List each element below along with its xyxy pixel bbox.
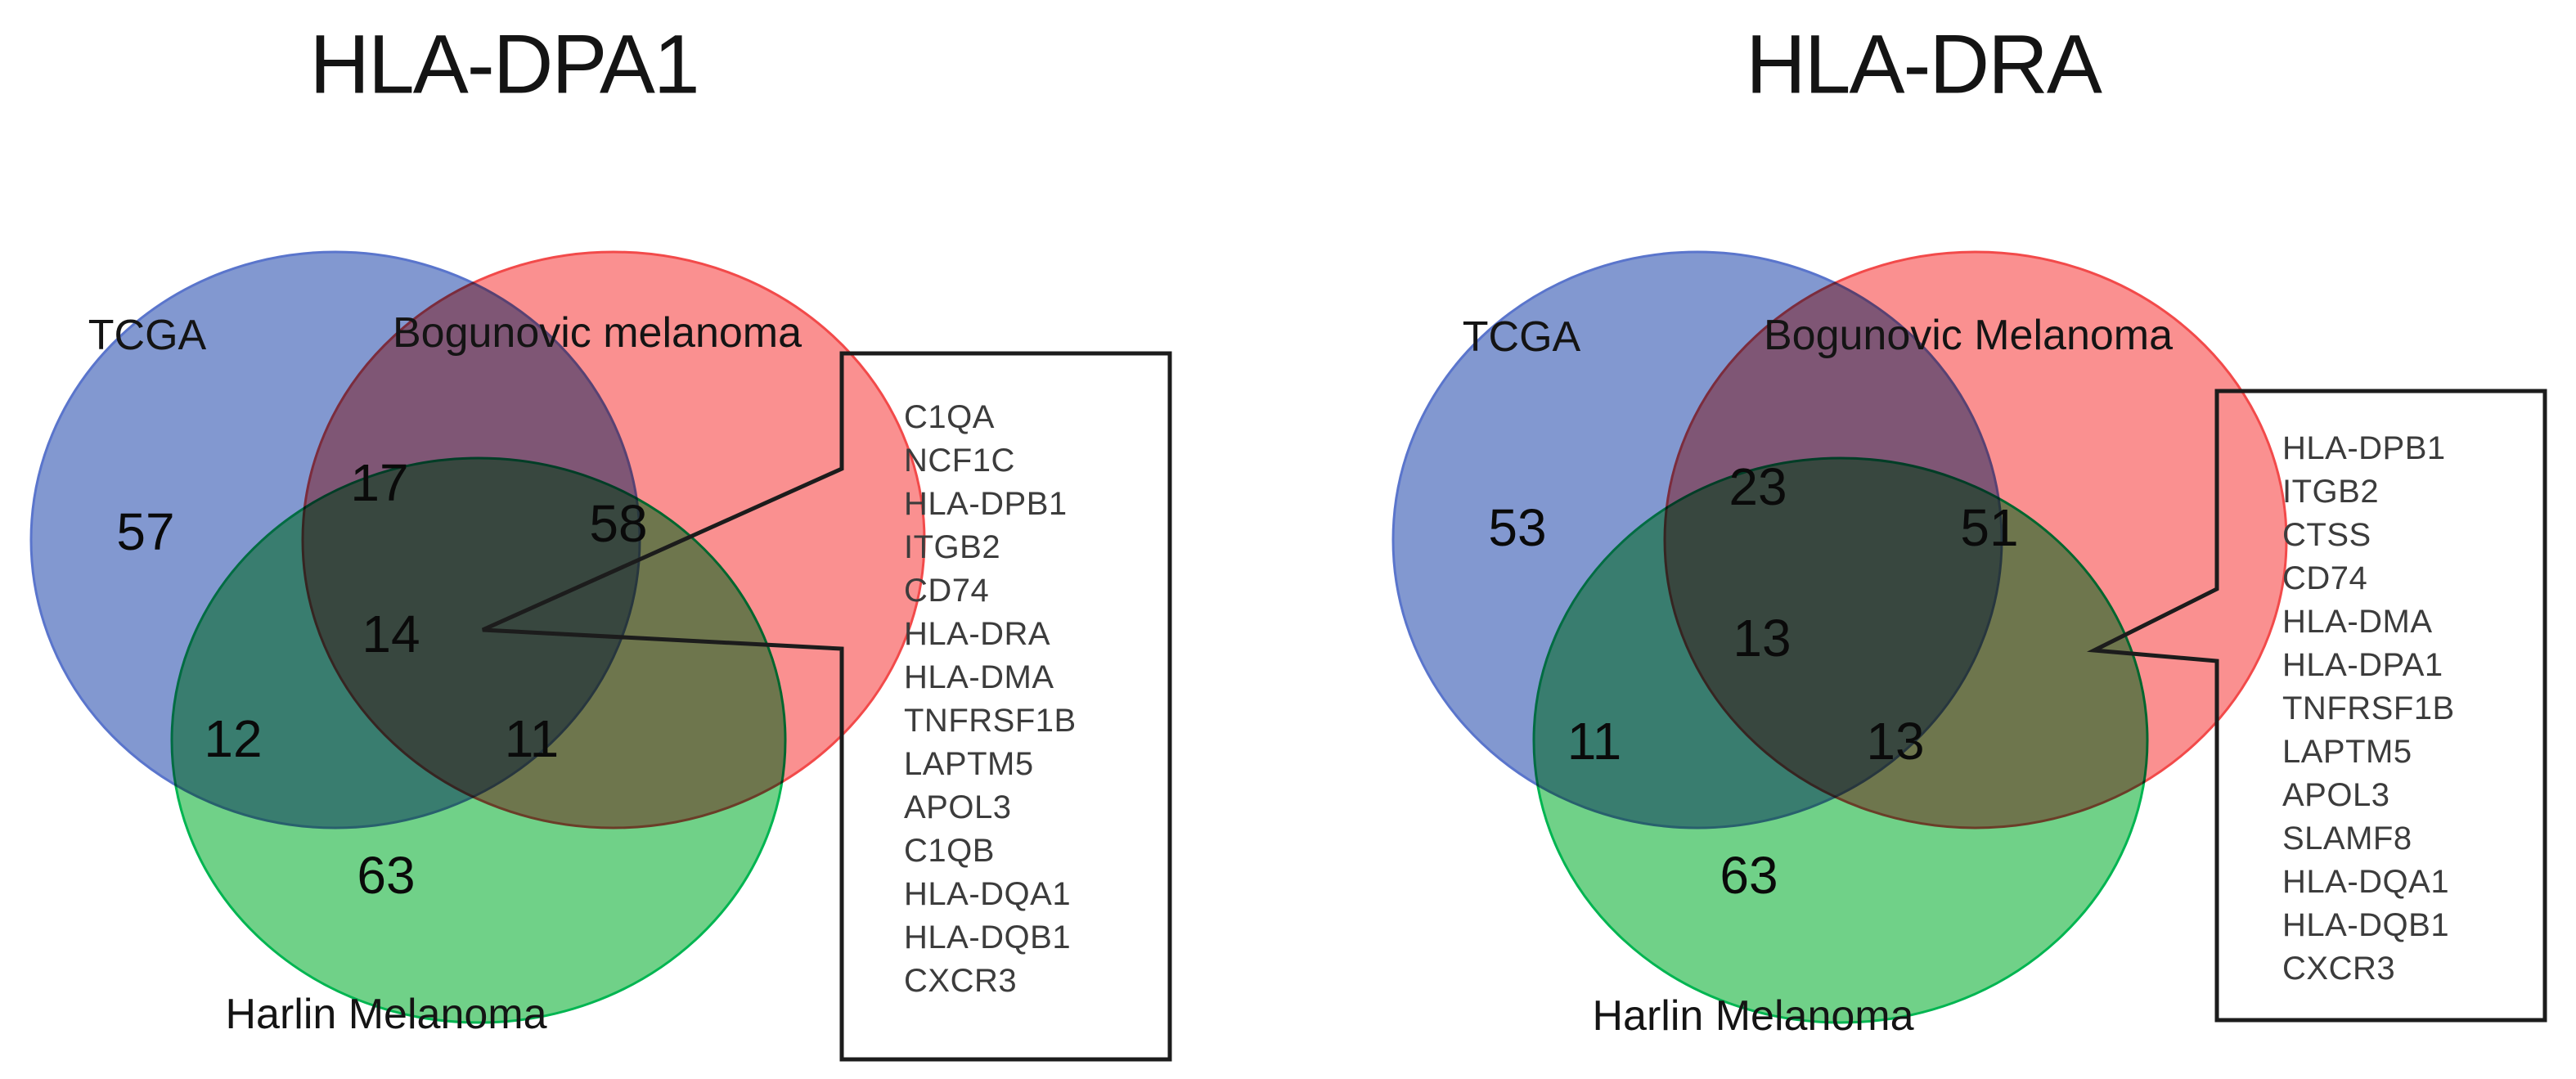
gene-box-callout-right (2086, 389, 2547, 1023)
set-label-bogunovic-left: Bogunovic melanoma (392, 309, 802, 357)
count-bogunovic-harlin-right: 13 (1866, 712, 1925, 771)
harlin-circle-right (1532, 456, 2149, 1024)
gene-item: APOL3 (904, 789, 1012, 825)
gene-box-callout-left (481, 351, 1172, 1062)
gene-item: HLA-DPA1 (2282, 647, 2443, 683)
gene-item: HLA-DQB1 (2282, 907, 2450, 943)
count-bogunovic-only-right: 51 (1960, 498, 2019, 557)
count-center-left: 14 (362, 605, 420, 663)
set-label-harlin-right: Harlin Melanoma (1592, 992, 1914, 1040)
gene-item: LAPTM5 (904, 746, 1034, 782)
gene-item: CXCR3 (904, 963, 1018, 999)
set-label-harlin-left: Harlin Melanoma (225, 991, 547, 1038)
set-label-bogunovic-right: Bogunovic Melanoma (1763, 312, 2174, 359)
gene-item: HLA-DRA (904, 616, 1051, 652)
gene-item: HLA-DPB1 (904, 486, 1068, 522)
gene-item: HLA-DMA (904, 659, 1054, 695)
count-bogunovic-only-left: 58 (589, 494, 648, 553)
count-tcga-only-left: 57 (116, 502, 175, 561)
venn-left (29, 250, 926, 1024)
count-harlin-only-left: 63 (357, 846, 416, 905)
gene-item: SLAMF8 (2282, 820, 2412, 856)
gene-item: TNFRSF1B (904, 703, 1077, 739)
gene-item: APOL3 (2282, 777, 2390, 813)
gene-item: CD74 (2282, 560, 2368, 596)
set-label-tcga-left: TCGA (88, 312, 207, 359)
gene-item: C1QB (904, 833, 995, 869)
count-tcga-bogunovic-right: 23 (1729, 457, 1787, 516)
count-tcga-bogunovic-left: 17 (350, 453, 409, 512)
gene-item: CD74 (904, 573, 990, 609)
gene-item: HLA-DMA (2282, 604, 2433, 640)
count-harlin-only-right: 63 (1720, 846, 1778, 905)
gene-item: HLA-DQA1 (2282, 864, 2450, 900)
gene-item: CTSS (2282, 517, 2371, 553)
gene-item: LAPTM5 (2282, 734, 2412, 770)
gene-item: ITGB2 (2282, 474, 2380, 510)
count-tcga-only-right: 53 (1488, 498, 1547, 557)
set-label-tcga-right: TCGA (1462, 313, 1581, 361)
gene-item: TNFRSF1B (2282, 690, 2455, 726)
gene-item: HLA-DQB1 (904, 919, 1072, 955)
venn-right (1391, 250, 2288, 1024)
diagram-title-left: HLA-DPA1 (309, 17, 699, 111)
count-tcga-harlin-right: 11 (1567, 712, 1622, 771)
gene-item: C1QA (904, 399, 995, 435)
gene-item: CXCR3 (2282, 951, 2396, 987)
harlin-circle-left (170, 456, 787, 1024)
gene-item: NCF1C (904, 443, 1015, 479)
count-bogunovic-harlin-left: 11 (504, 709, 560, 768)
gene-item: ITGB2 (904, 529, 1001, 565)
count-center-right: 13 (1733, 609, 1792, 668)
count-tcga-harlin-left: 12 (204, 709, 263, 768)
gene-item: HLA-DPB1 (2282, 430, 2446, 466)
gene-item: HLA-DQA1 (904, 876, 1072, 912)
diagram-title-right: HLA-DRA (1746, 17, 2102, 111)
